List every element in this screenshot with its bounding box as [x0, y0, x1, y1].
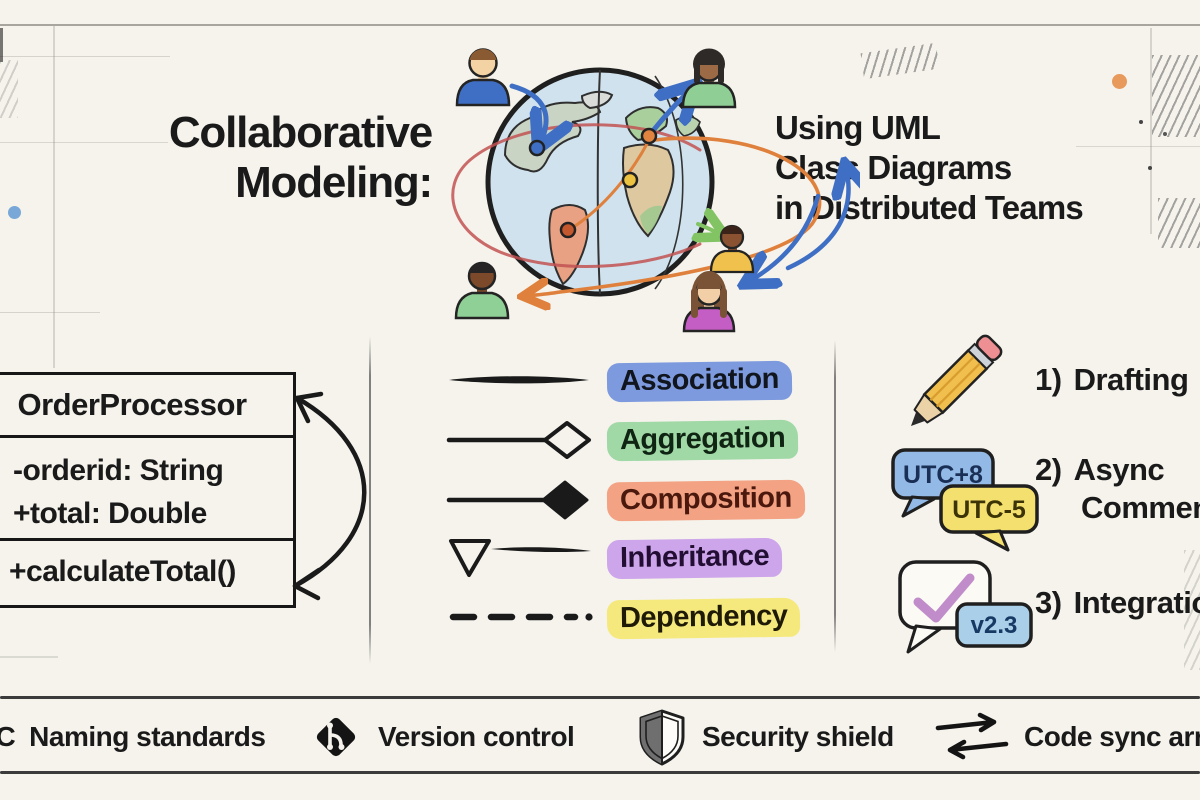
ink-dot [1148, 166, 1152, 170]
title-right-line3: in Distributed Teams [775, 189, 1084, 226]
workflow-step-2: 2) Async [1035, 452, 1165, 488]
step-number: 1) [1035, 362, 1062, 397]
pencil-scribble [1158, 198, 1200, 248]
step-number: 3) [1035, 585, 1062, 620]
footer-label: Code sync arrows [1024, 721, 1200, 752]
footer-item-version-control: Version control [308, 712, 575, 762]
aggregation-diamond-symbol [446, 421, 591, 459]
workflow-step-3: 3) Integration [1035, 585, 1200, 621]
step-label: Async [1073, 452, 1165, 487]
title-right-line2: Class Diagrams [775, 149, 1012, 186]
ink-dot [1139, 120, 1143, 124]
composition-diamond-symbol [446, 480, 589, 520]
step-label: Drafting [1073, 362, 1189, 397]
legend-label: Inheritance [606, 537, 783, 579]
shield-icon [639, 709, 685, 766]
footer-label: Version control [378, 721, 575, 752]
pencil-scribble [860, 42, 940, 80]
blue-dot [8, 206, 21, 219]
ink-dot [1163, 132, 1167, 136]
title-left-line1: Collaborative [168, 108, 433, 157]
footer-top-rule [0, 696, 1200, 699]
timezone-chat-bubbles-icon: UTC+8 UTC-5 [891, 448, 1039, 552]
uml-class-name: OrderProcessor [0, 375, 293, 438]
self-association-arrows [292, 391, 367, 601]
sync-arrows-icon [935, 712, 1009, 760]
pencil-line [0, 312, 100, 314]
uml-method: +calculateTotal() [9, 555, 236, 588]
legend-row-aggregation: Aggregation [443, 417, 799, 463]
footer-label: Security shield [702, 721, 894, 752]
location-nodes [528, 127, 658, 239]
legend-row-composition: Composition [443, 477, 805, 523]
avatar-top-right [681, 48, 737, 109]
footer-item-naming: ABC Naming standards [0, 712, 266, 762]
workflow-step-2-line2: Comments [1081, 490, 1200, 526]
globe-illustration [451, 48, 860, 333]
footer-item-code-sync: Code sync arrows [934, 712, 1200, 762]
abc-icon: ABC [0, 721, 16, 752]
pencil-line [0, 56, 170, 58]
version-badge: v2.3 [971, 612, 1018, 639]
uml-attributes: -orderid: String +total: Double [0, 438, 293, 541]
step-label: Comments [1081, 490, 1200, 525]
pencil-line [1150, 28, 1152, 234]
title-right-line1: Using UML [775, 109, 941, 146]
title-right: Using UML Class Diagrams in Distributed … [775, 108, 1195, 228]
git-branch-icon [316, 717, 356, 757]
title-left: Collaborative Modeling: [130, 108, 433, 208]
legend-label: Dependency [606, 597, 801, 639]
frame-mark [0, 28, 3, 62]
pencil-line [0, 142, 168, 144]
orange-dot [1112, 74, 1127, 89]
footer-item-security: Security shield [636, 709, 894, 766]
check-bubble-icon: v2.3 [898, 560, 1033, 654]
dependency-dashed-symbol [449, 613, 593, 621]
legend-row-inheritance: Inheritance [443, 535, 783, 581]
step-number: 2) [1035, 452, 1062, 487]
uml-attribute: +total: Double [13, 497, 207, 530]
title-left-line2: Modeling: [235, 158, 433, 207]
uml-attribute: -orderid: String [13, 454, 224, 487]
pencil-scribble [1152, 55, 1200, 137]
pencil-scribble [0, 60, 18, 118]
avatar-bottom-right [682, 271, 736, 333]
pencil-icon [910, 334, 1003, 427]
column-divider [369, 336, 371, 664]
bubble-utc5-label: UTC-5 [952, 496, 1026, 524]
pencil-line [0, 656, 58, 658]
avatar-bottom-left [454, 261, 510, 320]
legend-row-dependency: Dependency [443, 595, 801, 641]
legend-label: Association [606, 360, 793, 402]
uml-class-box: OrderProcessor -orderid: String +total: … [0, 372, 296, 608]
step-label: Integration [1073, 585, 1200, 620]
association-line-symbol [449, 376, 589, 384]
legend-label: Composition [606, 479, 805, 521]
inheritance-triangle-symbol [449, 539, 591, 577]
legend-label: Aggregation [606, 419, 799, 461]
avatar-right [709, 224, 755, 274]
footer-bottom-rule [0, 771, 1200, 774]
pencil-line [1076, 146, 1200, 148]
pencil-scribble [1184, 550, 1200, 670]
footer-label: Naming standards [29, 721, 266, 752]
legend-row-association: Association [443, 358, 793, 404]
pencil-line [0, 24, 1200, 26]
column-divider [834, 340, 836, 652]
avatar-top-left [455, 48, 511, 107]
pencil-line [53, 26, 55, 368]
workflow-step-1: 1) Drafting [1035, 362, 1189, 398]
